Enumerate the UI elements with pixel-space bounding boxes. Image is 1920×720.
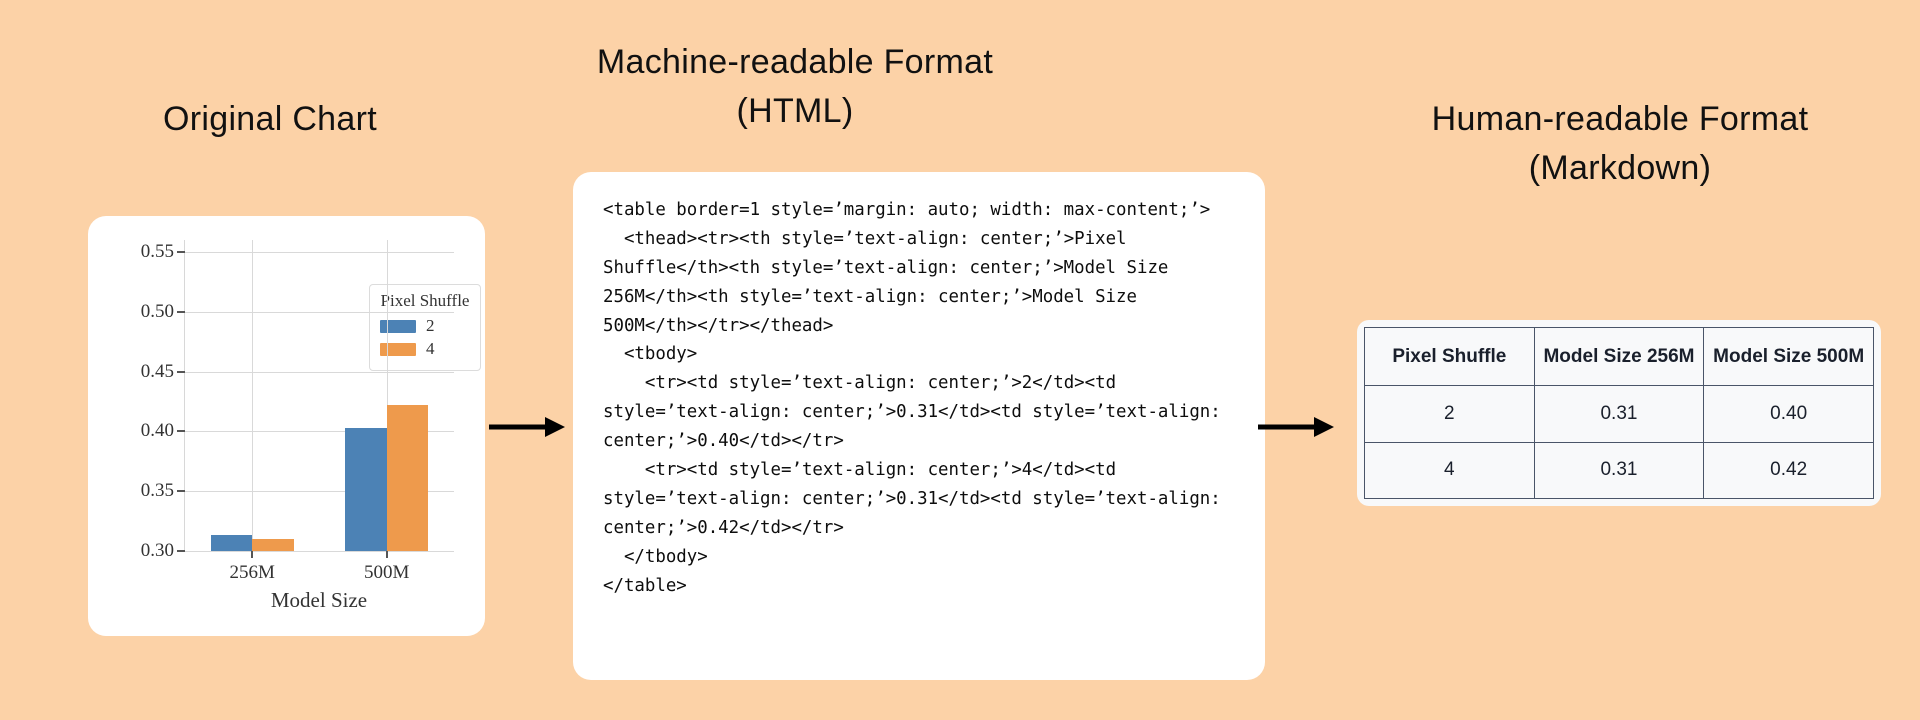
legend-title: Pixel Shuffle (380, 291, 470, 310)
chart-ytick-label: 0.50 (140, 300, 174, 322)
table-row: 2 0.31 0.40 (1364, 385, 1874, 443)
legend-label-series-4: 4 (426, 339, 435, 358)
chart-gridline-vertical (386, 240, 388, 551)
human-readable-markdown-card: Pixel Shuffle Model Size 256M Model Size… (1357, 320, 1881, 506)
chart-gridline-horizontal (185, 251, 454, 253)
arrow-html-to-markdown-icon (1258, 414, 1336, 445)
chart-gridline-horizontal (185, 371, 454, 373)
chart-gridline-horizontal (185, 551, 454, 552)
machine-readable-html-card: <table border=1 style=’margin: auto; wid… (573, 172, 1265, 680)
html-code-text: <table border=1 style=’margin: auto; wid… (603, 200, 1221, 596)
chart-figure: Pixel Shuffle 2 4 0.30 0.35 0.40 0.45 0.50 0.… (88, 216, 485, 636)
chart-ytick-mark (177, 490, 185, 493)
table-header-cell: Model Size 256M (1533, 327, 1705, 386)
table-cell: 0.40 (1703, 385, 1874, 443)
chart-bar (210, 535, 253, 551)
table-row: 4 0.31 0.42 (1364, 441, 1874, 499)
chart-plot-area: Pixel Shuffle 2 4 0.30 0.35 0.40 0.45 0.50 0.… (141, 240, 481, 583)
chart-xtick-mark (385, 551, 388, 558)
chart-ytick-label: 0.30 (140, 540, 174, 561)
heading-machine-readable-format: Machine-readable Format (HTML) (596, 43, 994, 131)
table-header-cell: Model Size 500M (1703, 327, 1874, 386)
legend-swatch-series-2 (380, 319, 416, 333)
heading-human-readable-format: Human-readable Format (Markdown) (1431, 100, 1809, 188)
chart-bar (386, 405, 429, 551)
chart-ytick-label: 0.40 (140, 420, 174, 442)
arrow-chart-to-html-icon (489, 414, 567, 445)
table-cell: 0.31 (1533, 441, 1705, 499)
table-cell: 0.42 (1703, 441, 1874, 499)
chart-gridline-horizontal (185, 311, 454, 313)
chart-bar (252, 539, 294, 551)
markdown-table: Pixel Shuffle Model Size 256M Model Size… (1364, 327, 1874, 499)
chart-ytick-label: 0.35 (140, 480, 174, 502)
chart-ytick-mark (177, 370, 185, 373)
chart-ytick-mark (177, 550, 185, 552)
chart-ytick-mark (177, 310, 185, 313)
chart-ytick-mark (177, 250, 185, 253)
chart-xtick-label: 256M (229, 562, 275, 583)
heading-original-chart: Original Chart (163, 100, 377, 138)
chart-gridline-vertical (252, 240, 254, 551)
table-cell: 4 (1364, 441, 1535, 499)
legend-item: 4 (380, 339, 470, 359)
table-cell: 2 (1364, 385, 1535, 443)
table-header-cell: Pixel Shuffle (1364, 327, 1535, 386)
chart-xaxis-title: Model Size (270, 588, 368, 612)
chart-ytick-label: 0.55 (140, 240, 174, 262)
chart-xtick-label: 500M (364, 562, 410, 583)
legend-swatch-series-4 (380, 342, 416, 356)
table-cell: 0.31 (1533, 385, 1705, 443)
chart-gridline-horizontal (185, 431, 454, 433)
legend-item: 2 (380, 316, 470, 336)
chart-bar (345, 427, 387, 551)
chart-ytick-label: 0.45 (140, 360, 174, 382)
legend-label-series-2: 2 (426, 316, 435, 335)
original-chart-card: Pixel Shuffle 2 4 0.30 0.35 0.40 0.45 0.50 0.… (88, 216, 485, 636)
chart-ytick-mark (177, 430, 185, 433)
table-header-row: Pixel Shuffle Model Size 256M Model Size… (1364, 327, 1874, 386)
chart-gridline-horizontal (185, 491, 454, 493)
chart-xtick-mark (251, 551, 254, 558)
